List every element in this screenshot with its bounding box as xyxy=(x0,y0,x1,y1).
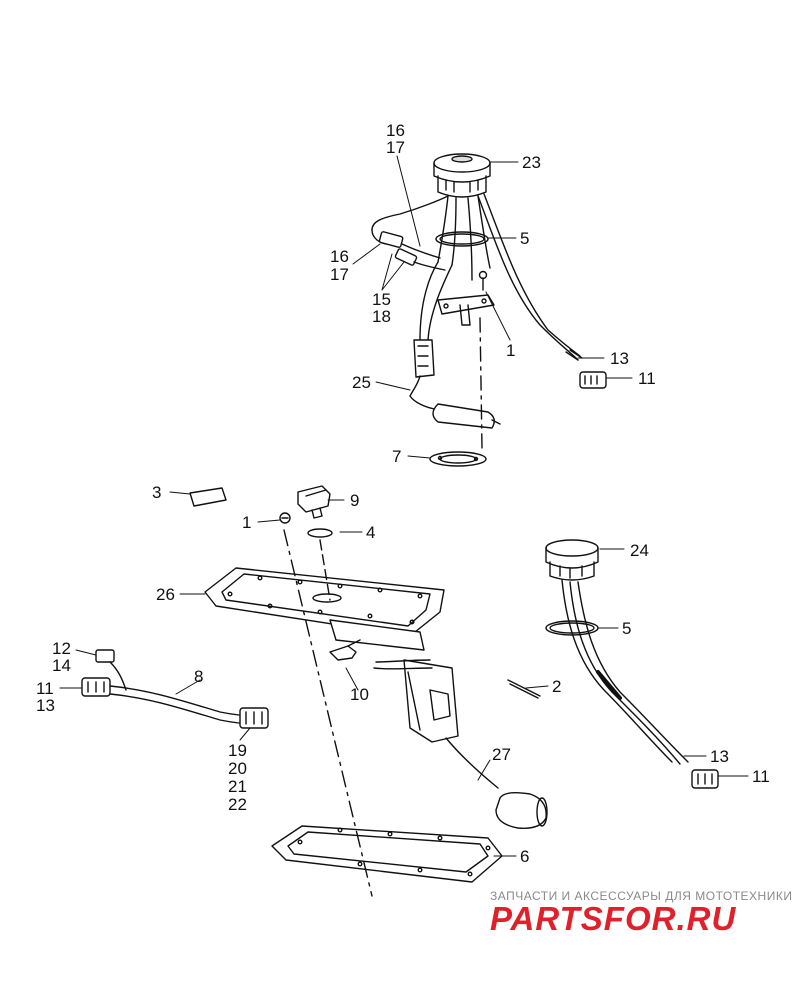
centerline-upper xyxy=(479,317,483,449)
callout-19: 19 xyxy=(228,741,247,760)
bracket-upper xyxy=(437,294,495,326)
callout-17-top: 17 xyxy=(386,138,405,157)
callout-16-mid: 16 xyxy=(330,247,349,266)
cover-3 xyxy=(189,487,227,507)
watermark-logo-text: PARTSFOR.RU xyxy=(490,900,736,937)
callout-11-left: 11 xyxy=(36,679,54,698)
callout-13-upper: 13 xyxy=(610,349,629,368)
callout-2: 2 xyxy=(552,677,561,696)
callout-20: 20 xyxy=(228,759,247,778)
callout-17-mid: 17 xyxy=(330,265,349,284)
watermark-caption: ЗАПЧАСТИ И АКСЕССУАРЫ ДЛЯ МОТОТЕХНИКИ xyxy=(490,889,793,903)
terminals-13-upper xyxy=(565,349,583,361)
connector-16-17 xyxy=(378,231,441,259)
gasket-6 xyxy=(271,825,503,883)
screw-1-upper xyxy=(478,270,488,291)
connector-11-lower xyxy=(691,769,719,789)
watermark-logo: PARTSFOR.RU xyxy=(490,900,736,937)
callout-27: 27 xyxy=(492,745,511,764)
callout-11-upper: 11 xyxy=(638,369,656,388)
callout-3: 3 xyxy=(152,483,161,502)
centerline-mid xyxy=(319,539,331,601)
callout-13-right: 13 xyxy=(710,747,729,766)
wire-harness-8 xyxy=(81,649,269,729)
o-ring-5-upper xyxy=(435,231,489,247)
callout-1-lower: 1 xyxy=(242,513,251,532)
fuel-pump-cap-24 xyxy=(545,539,599,581)
wiring-bundle-lower xyxy=(561,579,689,765)
callout-25: 25 xyxy=(352,373,371,392)
callout-7: 7 xyxy=(392,447,401,466)
callout-10: 10 xyxy=(350,685,369,704)
mounting-plate-26 xyxy=(204,567,445,637)
callout-26: 26 xyxy=(156,585,175,604)
callout-23: 23 xyxy=(522,153,541,172)
centerline-lower xyxy=(283,529,373,897)
callout-18: 18 xyxy=(372,307,391,326)
callout-11-right: 11 xyxy=(752,767,770,786)
callout-1-upper: 1 xyxy=(506,341,515,360)
float-upper xyxy=(432,403,501,429)
callout-6: 6 xyxy=(520,847,529,866)
callout-14: 14 xyxy=(52,656,71,675)
tie-2 xyxy=(507,679,541,699)
leader-lines xyxy=(59,155,749,857)
callout-24: 24 xyxy=(630,541,649,560)
wiring-bundle-upper xyxy=(371,193,581,361)
o-ring-4 xyxy=(307,528,333,538)
callout-21: 21 xyxy=(228,777,247,796)
callout-8: 8 xyxy=(194,667,203,686)
callout-9: 9 xyxy=(350,491,359,510)
fuel-pump-cap-23 xyxy=(433,153,491,198)
callout-4: 4 xyxy=(366,523,375,542)
screw-1-lower xyxy=(279,512,291,524)
callout-5-upper: 5 xyxy=(520,229,529,248)
callout-15: 15 xyxy=(372,290,391,309)
pump-body xyxy=(329,619,459,743)
callout-16-top: 16 xyxy=(386,121,405,140)
connector-9 xyxy=(297,485,331,519)
callout-12: 12 xyxy=(52,639,71,658)
connector-11-upper xyxy=(579,371,607,389)
callout-13-left: 13 xyxy=(36,696,55,715)
callout-5-lower: 5 xyxy=(622,619,631,638)
gasket-ring-7 xyxy=(429,451,487,467)
callout-22: 22 xyxy=(228,795,247,814)
float-arm-27 xyxy=(445,737,499,789)
float-27 xyxy=(495,791,548,829)
sender-unit-25 xyxy=(409,339,441,411)
clip-10 xyxy=(329,639,361,661)
callouts: 23 16 17 5 16 17 15 18 1 13 11 25 7 3 9 … xyxy=(36,121,770,866)
